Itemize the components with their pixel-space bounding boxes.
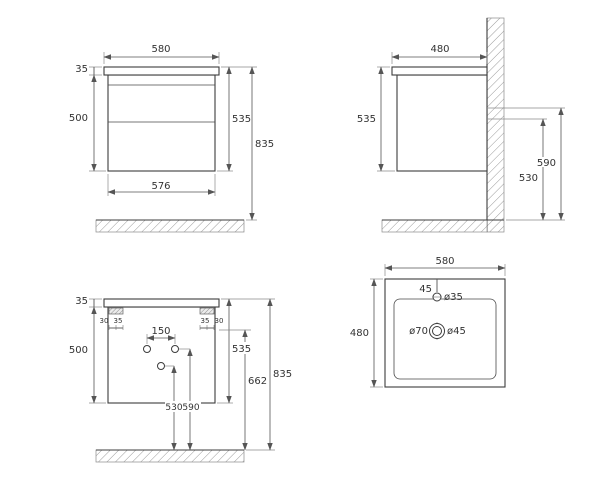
plumbing-holes: 530 590 — [143, 345, 201, 451]
cabinet-body — [107, 74, 216, 172]
dim-front-body: 500 — [69, 74, 106, 172]
label-mask — [183, 401, 201, 412]
dim-label-basin-depth: 480 — [350, 328, 369, 339]
dim-front-height: 535 — [217, 66, 257, 172]
dim-label-drain-outer: ø70 — [409, 326, 428, 337]
dim-label-side-height: 535 — [357, 114, 376, 125]
dim-label-front-body: 500 — [69, 113, 88, 124]
dim-label-faucet-offset: 45 — [419, 284, 432, 295]
side-view: 480 535 530 590 — [357, 17, 565, 233]
dim-label-install-mid: 662 — [248, 376, 267, 387]
floor-hatch — [95, 219, 245, 233]
dim-faucet-spacing: 150 — [146, 326, 176, 344]
countertop-side — [391, 66, 488, 76]
dim-label-side-supply-height: 590 — [537, 158, 556, 169]
dim-front-total: 835 — [246, 66, 274, 221]
dim-install-height — [217, 298, 275, 404]
floor-hatch — [381, 219, 488, 233]
dim-side-depth: 480 — [391, 44, 488, 64]
basin-outline — [384, 278, 506, 388]
label-mask — [519, 172, 539, 182]
dim-front-inner-width: 576 — [107, 174, 216, 196]
dim-install-total — [246, 298, 275, 451]
dim-label-install-body: 500 — [69, 345, 88, 356]
dim-basin-depth: 480 — [350, 278, 383, 388]
dim-label-install-drain-height: 530 — [165, 403, 182, 413]
dim-label-side-drain-height: 530 — [519, 173, 538, 184]
dim-label-front-inner-width: 576 — [151, 181, 170, 192]
dim-label-bracket-left-width: 35 — [114, 317, 123, 325]
supply-hole-left — [143, 345, 151, 353]
label-mask — [230, 342, 254, 354]
drain-hole-inner — [432, 326, 442, 336]
dim-label-bracket-left-offset: 30 — [100, 317, 109, 325]
dim-label-front-counter: 35 — [75, 64, 88, 75]
installation-view: 30 35 35 30 35 500 — [69, 296, 292, 463]
dim-bracket-right: 35 30 — [199, 317, 224, 330]
dim-front-width: 580 — [103, 44, 220, 64]
dim-label-front-width: 580 — [151, 44, 170, 55]
dim-label-bracket-right-width: 35 — [201, 317, 210, 325]
cabinet-body — [107, 306, 216, 404]
drain-hole-group: ø70 ø45 — [409, 322, 466, 340]
dim-side-plumbing: 530 590 — [487, 107, 565, 221]
countertop — [103, 298, 220, 308]
dim-install-body: 500 — [69, 306, 106, 404]
front-view: 580 35 500 535 835 576 — [69, 44, 274, 233]
floor-hatch — [95, 449, 245, 463]
dim-label-faucet-hole: ø35 — [444, 292, 463, 303]
dim-basin-width: 580 — [384, 256, 506, 276]
dim-label-drain-inner: ø45 — [447, 326, 466, 337]
wall-bracket-right — [199, 307, 215, 315]
dim-label-faucet-spacing: 150 — [151, 326, 170, 337]
dim-label-side-depth: 480 — [430, 44, 449, 55]
basin-bowl — [393, 298, 497, 380]
dim-bracket-left: 30 35 — [100, 317, 124, 330]
countertop — [103, 66, 220, 76]
dim-label-install-height: 535 — [232, 344, 251, 355]
label-mask — [537, 157, 557, 167]
dim-label-bracket-right-offset: 30 — [215, 317, 224, 325]
dim-front-counter: 35 — [75, 64, 102, 76]
wall-bracket-left — [108, 307, 124, 315]
cabinet-body-side — [396, 74, 488, 172]
dim-label-install-supply-height: 590 — [182, 403, 199, 413]
dim-label-basin-width: 580 — [435, 256, 454, 267]
dim-label-front-total: 835 — [255, 139, 274, 150]
wall-hatch — [486, 17, 505, 233]
supply-hole-right — [171, 345, 179, 353]
dim-label-install-counter: 35 — [75, 296, 88, 307]
dim-label-front-height: 535 — [232, 114, 251, 125]
dim-label-install-total: 835 — [273, 369, 292, 380]
faucet-hole-group: 45 ø35 — [419, 279, 463, 303]
dim-side-height: 535 — [357, 66, 395, 172]
basin-top-view: 580 480 45 ø35 ø70 ø45 — [350, 256, 506, 388]
label-mask — [165, 401, 183, 412]
label-mask — [246, 374, 269, 386]
dim-install-counter: 35 — [75, 296, 102, 308]
drain-hole — [157, 362, 165, 370]
